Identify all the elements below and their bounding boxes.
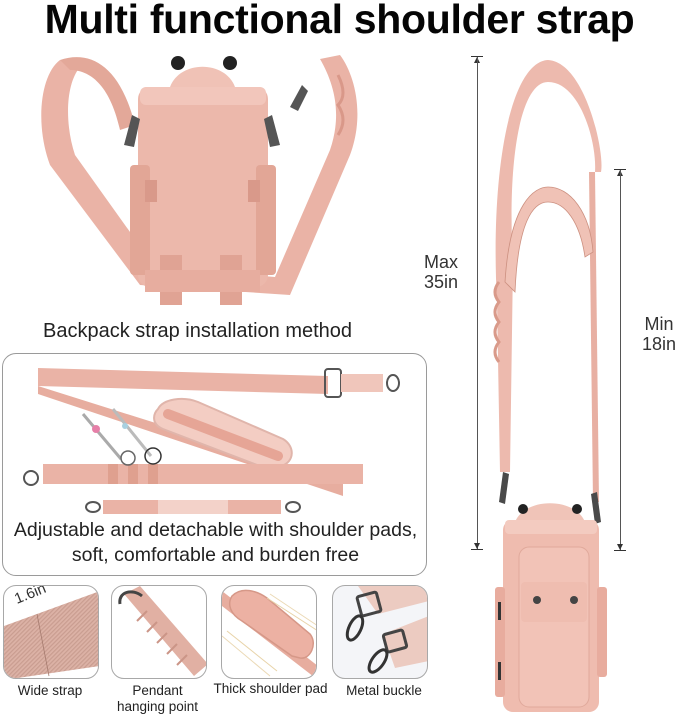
min-dimension-bottom-cap [614,550,626,551]
max-label-line1: Max [423,252,458,272]
max-length-dimension [471,56,484,550]
feature-label-metal-buckle: Metal buckle [334,683,434,699]
min-dimension-top-cap [614,169,626,170]
feature-thumb-metal-buckle [332,585,428,679]
feature-thumb-pendant [111,585,207,679]
max-dimension-top-cap [471,56,483,57]
page-title: Multi functional shoulder strap [44,0,635,42]
max-length-label: Max 35in [415,252,467,292]
bottle-bag-illustration [41,55,358,305]
feature-label-wide-strap-text: Wide strap [17,683,83,698]
feature-label-pendant-line1: Pendant [132,683,183,698]
feature-label-shoulder-pad: Thick shoulder pad [208,681,333,697]
min-dimension-bottom-arrow-icon [617,544,623,550]
detached-strap-illustration [23,368,400,514]
feature-label-shoulder-pad-text: Thick shoulder pad [213,681,328,696]
min-length-dimension [614,169,627,551]
thick-shoulder-pad-image [222,589,316,678]
crossbody-product-photo [485,52,615,716]
pendant-hanging-point-image [118,586,206,676]
detachable-caption-line2: soft, comfortable and burden free [71,544,360,566]
feature-thumb-shoulder-pad [221,585,317,679]
min-label-line2: 18in [641,334,677,354]
detachable-strap-panel: Adjustable and detachable with shoulder … [2,353,427,576]
max-dimension-bottom-arrow-icon [474,543,480,549]
feature-label-metal-buckle-text: Metal buckle [346,683,422,698]
min-length-label: Min 18in [636,314,679,354]
max-dimension-line [477,57,478,549]
min-dimension-line [620,170,621,550]
max-label-line2: 35in [423,272,459,292]
detachable-caption-line1: Adjustable and detachable with shoulder … [13,519,418,541]
max-dimension-bottom-cap [471,549,483,550]
metal-buckle-image [345,586,427,674]
install-method-photo [20,45,380,317]
install-method-label: Backpack strap installation method [43,320,353,342]
detachable-caption: Adjustable and detachable with shoulder … [3,518,426,568]
feature-label-pendant-line2: hanging point [116,699,199,714]
wide-strap-image [4,591,98,678]
min-label-line1: Min [644,314,674,334]
feature-label-pendant: Pendant hanging point [105,683,210,715]
feature-thumb-wide-strap: 1.6in [3,585,99,679]
feature-label-wide-strap: Wide strap [0,683,100,699]
crossbody-bag-illustration [493,60,607,712]
